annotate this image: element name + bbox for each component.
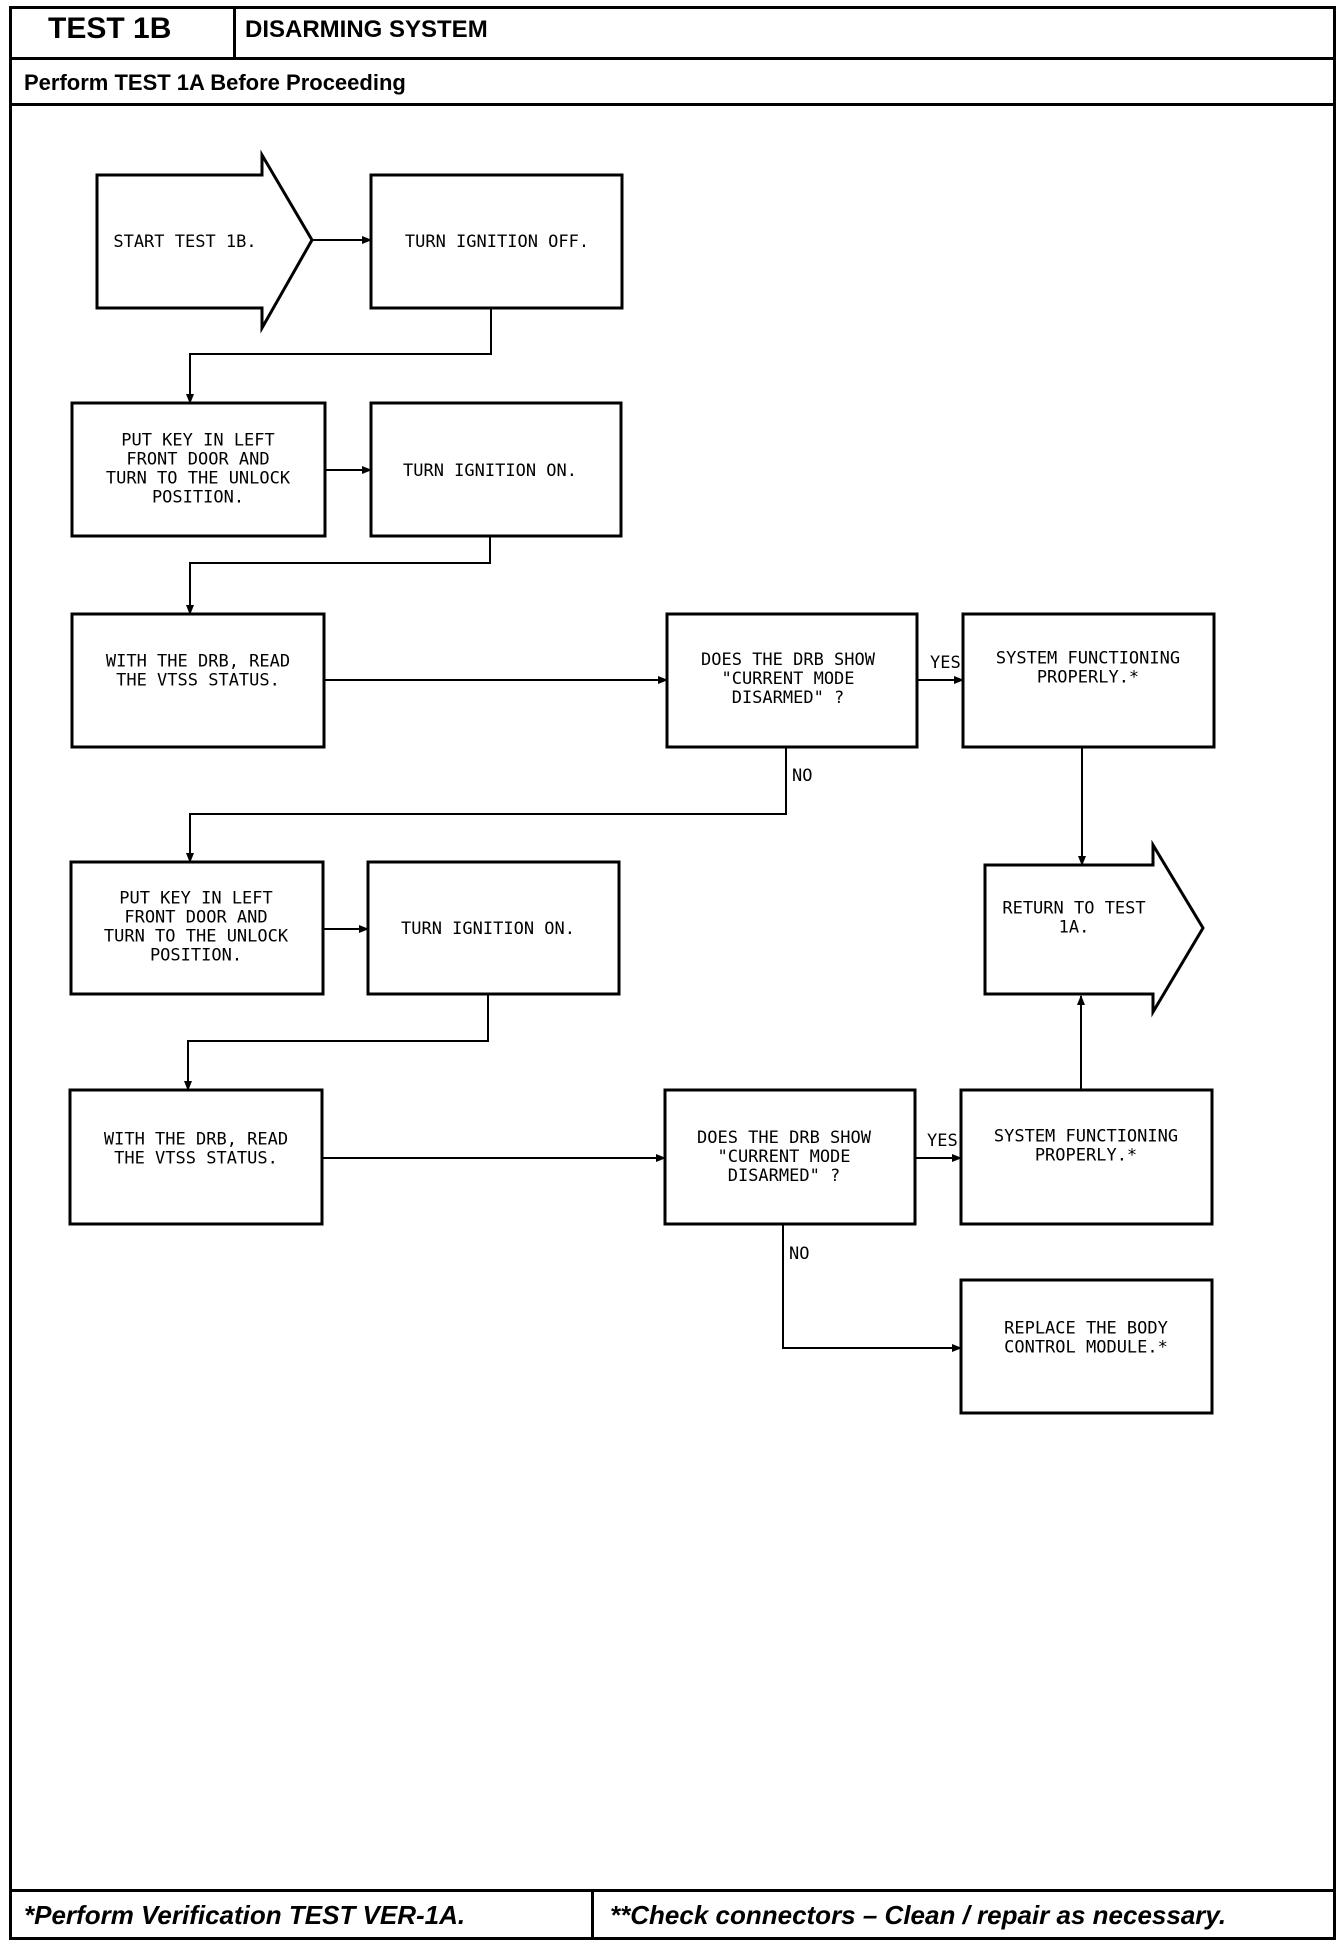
yes-label-1: YES	[930, 653, 961, 673]
box-text-line: POSITION.	[150, 946, 242, 966]
box-text-line: START TEST 1B.	[113, 232, 256, 252]
footer-divider	[12, 1889, 1333, 1892]
test-id: TEST 1B	[48, 12, 172, 45]
box-text-line: WITH THE DRB, READ	[104, 1130, 288, 1150]
footer-note-left: *Perform Verification TEST VER-1A.	[24, 1900, 466, 1930]
box-text-line: FRONT DOOR AND	[124, 908, 267, 928]
box-text-line: TURN IGNITION OFF.	[405, 232, 589, 252]
no-label-2: NO	[789, 1244, 809, 1264]
box-text-line: FRONT DOOR AND	[126, 450, 269, 470]
connector	[184, 994, 489, 1091]
box-text-line: PUT KEY IN LEFT	[121, 431, 275, 451]
box-text-line: DOES THE DRB SHOW	[701, 650, 876, 670]
turn-ignition-off-box	[369, 173, 624, 310]
box-text-line: THE VTSS STATUS.	[114, 1149, 278, 1169]
turn-ignition-on-box-2	[366, 860, 621, 996]
box-text-line: PROPERLY.*	[1037, 668, 1139, 688]
box-text-line: THE VTSS STATUS.	[116, 671, 280, 691]
box-text-line: DISARMED" ?	[728, 1166, 841, 1186]
yes-label-2: YES	[927, 1131, 958, 1151]
box-text-line: SYSTEM FUNCTIONING	[994, 1127, 1178, 1147]
system-ok-box-1	[961, 612, 1216, 749]
return-arrow-shape	[983, 839, 1205, 1018]
box-text-line: "CURRENT MODE	[721, 669, 854, 689]
prerequisite-divider	[12, 103, 1333, 106]
page-frame	[9, 6, 1336, 1940]
connector	[186, 747, 787, 863]
box-text-line: DOES THE DRB SHOW	[697, 1128, 872, 1148]
turn-ignition-on-box-1	[369, 401, 623, 538]
start-arrow-shape	[95, 149, 314, 334]
box-text-line: REPLACE THE BODY	[1004, 1319, 1168, 1339]
box-text-line: POSITION.	[152, 488, 244, 508]
box-text-line: TURN TO THE UNLOCK	[104, 927, 289, 947]
connector	[782, 1224, 962, 1352]
box-text-line: TURN IGNITION ON.	[401, 919, 575, 939]
box-text-line: 1A.	[1059, 918, 1090, 938]
system-title: DISARMING SYSTEM	[245, 16, 488, 43]
system-ok-box-2	[959, 1088, 1214, 1226]
connector	[186, 308, 492, 404]
turn-ignition-on-text-2: TURN IGNITION ON.	[401, 919, 575, 939]
box-text-line: DISARMED" ?	[732, 688, 845, 708]
box-text-line: "CURRENT MODE	[717, 1147, 850, 1167]
footer-note-right: **Check connectors – Clean / repair as n…	[610, 1900, 1227, 1930]
box-text-line: WITH THE DRB, READ	[106, 652, 290, 672]
box-text-line: RETURN TO TEST	[1002, 899, 1145, 919]
prerequisite-note: Perform TEST 1A Before Proceeding	[24, 70, 406, 95]
box-text-line: CONTROL MODULE.*	[1004, 1338, 1168, 1358]
header-divider	[12, 57, 1333, 60]
footer-column-divider	[591, 1891, 594, 1937]
replace-bcm-box	[959, 1278, 1214, 1415]
box-text-line: PROPERLY.*	[1035, 1146, 1137, 1166]
box-text-line: PUT KEY IN LEFT	[119, 889, 273, 909]
turn-ignition-off-text: TURN IGNITION OFF.	[405, 232, 589, 252]
header-column-divider	[233, 9, 236, 59]
box-text-line: TURN TO THE UNLOCK	[106, 469, 291, 489]
start-text: START TEST 1B.	[113, 232, 256, 252]
turn-ignition-on-text-1: TURN IGNITION ON.	[403, 461, 577, 481]
connector	[186, 536, 491, 615]
box-text-line: TURN IGNITION ON.	[403, 461, 577, 481]
no-label-1: NO	[792, 766, 812, 786]
box-text-line: SYSTEM FUNCTIONING	[996, 649, 1180, 669]
